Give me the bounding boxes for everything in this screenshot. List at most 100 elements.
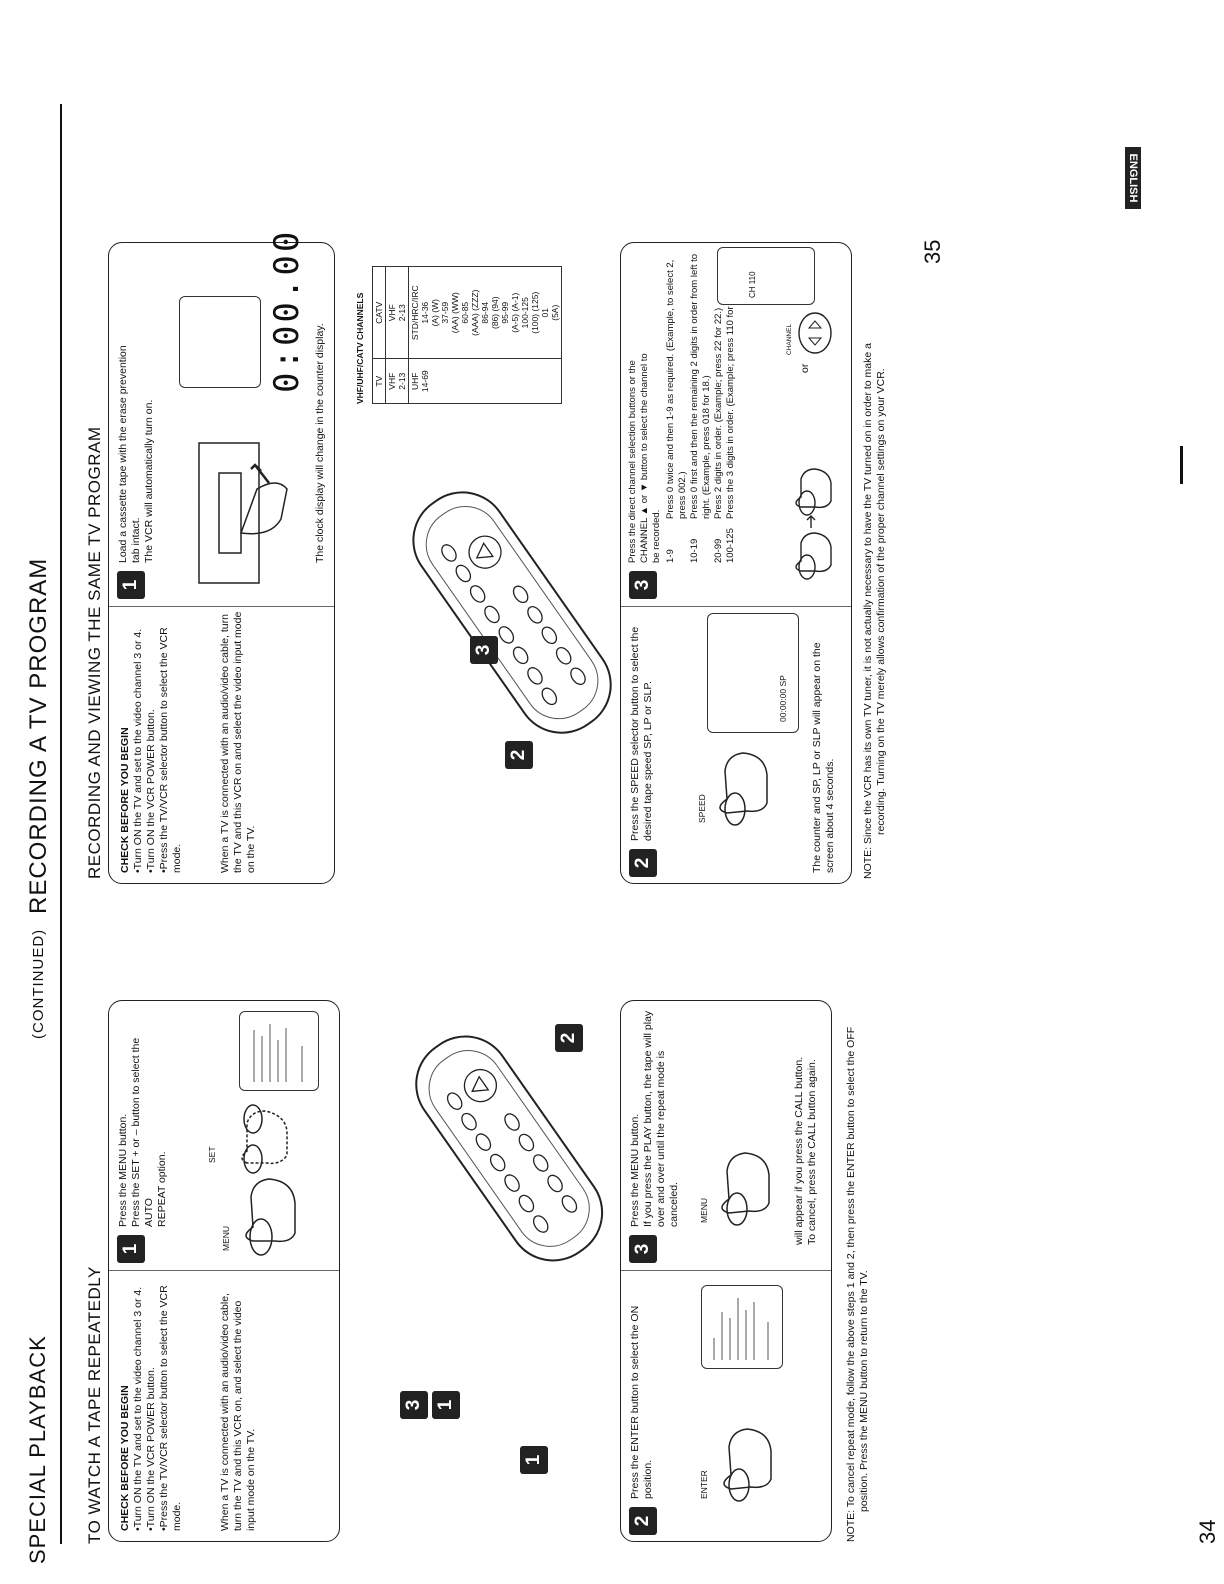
text-line: Press the MENU button. xyxy=(629,1113,641,1227)
step-badge: 2 xyxy=(629,849,657,877)
clock-note: The clock display will change in the cou… xyxy=(314,323,326,563)
table-header: TV xyxy=(372,358,386,404)
step-badge: 3 xyxy=(629,571,657,599)
right-check-item: •Turn ON the VCR POWER button. xyxy=(145,709,157,873)
tv-screen-speed: 00:00:00 SP xyxy=(707,613,799,733)
callout-badge: 3 xyxy=(470,636,498,664)
step-badge: 1 xyxy=(117,571,145,599)
cassette-insert-illustration xyxy=(198,442,288,584)
right-check-item: •Press the TV/VCR selector button to sel… xyxy=(158,627,183,873)
text-line: If you press the PLAY button, the tape w… xyxy=(642,1010,654,1227)
right-step3-text: Press the direct channel selection butto… xyxy=(627,253,663,563)
set-button-label: SET xyxy=(207,1146,217,1163)
callout-badge: 1 xyxy=(520,1446,548,1474)
list-item: 1-9 Press 0 twice and then 1-9 as require… xyxy=(665,253,689,563)
left-check-title: CHECK BEFORE YOU BEGIN xyxy=(119,1385,131,1531)
right-av-note: When a TV is connected with an audio/vid… xyxy=(219,611,257,873)
tv-screen-channel: CH 110 xyxy=(717,247,815,305)
text-line: The counter and SP, LP or SLP will appea… xyxy=(811,642,823,873)
right-check-block: CHECK BEFORE YOU BEGIN •Turn ON the TV a… xyxy=(119,613,184,873)
text-line: tab intact. xyxy=(130,517,142,563)
channel-table-title: VHF/UHF/CATV CHANNELS xyxy=(355,292,365,404)
text-line: be recorded. xyxy=(651,509,662,563)
text-line: The VCR will automatically turn on. xyxy=(143,399,155,563)
left-av-note: When a TV is connected with an audio/vid… xyxy=(219,1293,257,1531)
text-line: CHANNEL ▲ or ▼ button to select the chan… xyxy=(639,353,650,563)
text-line: To cancel, press the CALL button again. xyxy=(806,1059,818,1245)
left-top-panel: CHECK BEFORE YOU BEGIN •Turn ON the TV a… xyxy=(108,1000,340,1542)
right-page-number: 35 xyxy=(920,239,945,264)
right-step2-text: Press the SPEED selector button to selec… xyxy=(629,611,655,841)
text-line: over and over until the repeat mode is c… xyxy=(655,1050,680,1227)
left-section-title: TO WATCH A TAPE REPEATEDLY xyxy=(85,1266,104,1544)
callout-badge: 2 xyxy=(505,741,533,769)
channel-table: TV CATV VHF 2-13 VHF 2-13 UHF 14-69 STD/… xyxy=(372,266,562,404)
left-step2-text: Press the ENTER button to select the ON … xyxy=(629,1279,655,1499)
pointing-hand-icon xyxy=(719,752,768,826)
left-page-title: SPECIAL PLAYBACK xyxy=(25,1335,50,1564)
remote-control-illustration xyxy=(415,1035,604,1262)
tv-screen-counter xyxy=(179,296,261,388)
right-note: NOTE: Since the VCR has its own TV tuner… xyxy=(862,119,888,879)
pointing-hand-icon xyxy=(795,468,832,580)
text-line: screen about 4 seconds. xyxy=(824,758,836,873)
step-badge: 1 xyxy=(117,1235,145,1263)
enter-button-label: ENTER xyxy=(699,1470,709,1499)
channel-updown-icon xyxy=(798,312,832,354)
text-line: Press the SPEED selector button to selec… xyxy=(629,626,641,841)
tv-screen-repeat-on xyxy=(701,1285,783,1369)
right-step2-note: The counter and SP, LP or SLP will appea… xyxy=(811,611,837,873)
callout-badge: 1 xyxy=(432,1391,460,1419)
channel-label: CHANNEL xyxy=(786,323,793,355)
range-text: Press 2 digits in order. (Example; press… xyxy=(713,307,724,519)
step-badge: 2 xyxy=(629,1507,657,1535)
right-check-title: CHECK BEFORE YOU BEGIN xyxy=(119,727,131,873)
text-line: Press the ENTER button to select the ON xyxy=(629,1305,641,1499)
left-step1-text: Press the MENU button. Press the SET + o… xyxy=(117,1007,169,1227)
right-page-title: RECORDING A TV PROGRAM xyxy=(25,557,52,914)
text-line: Press the MENU button. xyxy=(117,1113,129,1227)
step-badge: 3 xyxy=(629,1235,657,1263)
range-text: Press the 3 digits in order. (Example; p… xyxy=(725,282,736,519)
left-step3-note: will appear if you press the CALL button… xyxy=(793,1005,819,1245)
left-check-block: CHECK BEFORE YOU BEGIN •Turn ON the TV a… xyxy=(119,1281,184,1531)
range-text: Press 0 first and then the remaining 2 d… xyxy=(689,253,712,519)
table-row: UHF 14-69 STD/HRC/IRC 14-36 (A) (W) 37-5… xyxy=(408,266,562,404)
range-label: 10-19 xyxy=(689,538,700,563)
text-line: NOTE: To cancel repeat mode, follow the … xyxy=(845,1026,857,1542)
channel-screen-readout: CH 110 xyxy=(748,271,757,298)
pointing-hand-icon xyxy=(241,1104,296,1256)
callout-badge: 2 xyxy=(555,1024,583,1052)
counter-display: 0:00.00 xyxy=(267,228,307,393)
header-rule xyxy=(60,104,62,1544)
or-label: or xyxy=(799,363,811,373)
range-text: Press 0 twice and then 1-9 as required. … xyxy=(665,259,688,519)
crop-mark xyxy=(1180,446,1183,484)
table-cell: UHF 14-69 xyxy=(408,358,562,404)
text-line: NOTE: Since the VCR has its own TV tuner… xyxy=(862,343,874,879)
pointing-hand-icon xyxy=(723,1428,772,1502)
right-top-panel: CHECK BEFORE YOU BEGIN •Turn ON the TV a… xyxy=(108,229,335,884)
table-cell: STD/HRC/IRC 14-36 (A) (W) 37-59 (AA) (WW… xyxy=(408,266,562,359)
range-label: 1-9 xyxy=(665,549,676,563)
right-section-title: RECORDING AND VIEWING THE SAME TV PROGRA… xyxy=(85,426,104,879)
table-row: VHF 2-13 VHF 2-13 xyxy=(385,266,409,404)
text-line: Press the SET + or – button to select th… xyxy=(130,1037,155,1227)
speed-screen-readout: 00:00:00 SP xyxy=(778,675,788,722)
right-check-item: •Turn ON the TV and set to the video cha… xyxy=(132,628,144,873)
table-cell: VHF 2-13 xyxy=(385,358,409,404)
text-line: position. xyxy=(642,1459,654,1499)
text-line: position. Press the MENU button to retur… xyxy=(858,1270,870,1512)
callout-badge: 3 xyxy=(400,1391,428,1419)
text-line: Press the direct channel selection butto… xyxy=(627,360,638,563)
text-line: REPEAT option. xyxy=(156,1151,168,1227)
left-note: NOTE: To cancel repeat mode, follow the … xyxy=(845,982,871,1542)
left-check-item: •Turn ON the TV and set to the video cha… xyxy=(132,1286,144,1531)
text-line: desired tape speed SP, LP or SLP. xyxy=(642,681,654,841)
english-tab: ENGLISH xyxy=(1125,147,1141,209)
left-step3-text: Press the MENU button. If you press the … xyxy=(629,1007,681,1227)
range-label: 100-125 xyxy=(725,528,736,563)
pointing-hand-icon xyxy=(721,1152,770,1226)
left-bottom-panel: 2 Press the ENTER button to select the O… xyxy=(620,1000,832,1542)
